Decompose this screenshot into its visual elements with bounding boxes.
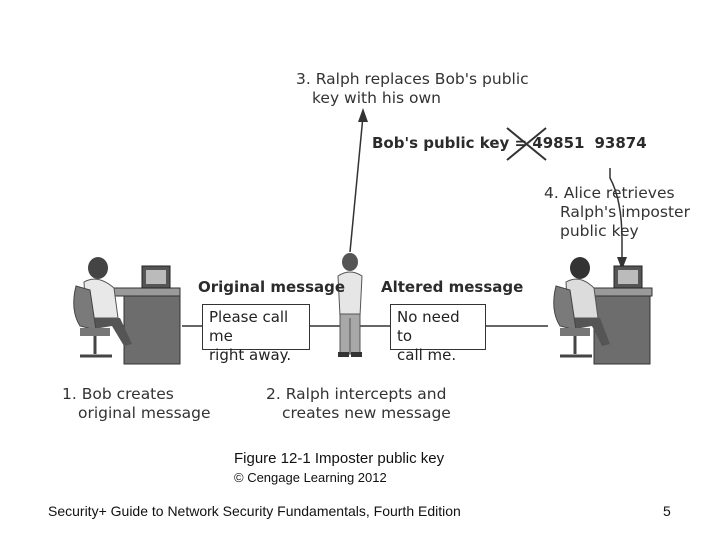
step2-line2: creates new message xyxy=(282,404,451,422)
step4-line3: public key xyxy=(560,222,639,240)
step1-line2: original message xyxy=(78,404,211,422)
altered-message-title: Altered message xyxy=(381,278,524,296)
ralph-figure-illustration xyxy=(337,253,363,357)
original-message-box: Please call me right away. xyxy=(202,304,310,364)
footer-book-title: Security+ Guide to Network Security Fund… xyxy=(48,503,461,519)
altered-message-box: No need to call me. xyxy=(390,304,486,364)
crossed-out-mark xyxy=(506,127,547,161)
original-message-line1: Please call me xyxy=(209,308,289,345)
step3-line2: key with his own xyxy=(312,89,441,107)
step4-line2: Ralph's imposter xyxy=(560,203,690,221)
key-to-alice-arrow xyxy=(609,168,627,270)
step1-line1: 1. Bob creates xyxy=(62,385,174,403)
crossed-key-value: 49851 xyxy=(532,134,585,152)
alice-workstation-illustration xyxy=(553,257,653,365)
step3-label: 3. Ralph replaces Bob's public key with … xyxy=(296,70,529,108)
step1-label: 1. Bob creates original message xyxy=(62,385,211,423)
original-message-line2: right away. xyxy=(209,346,292,364)
step3-line1: 3. Ralph replaces Bob's public xyxy=(296,70,529,88)
altered-message-line1: No need to xyxy=(397,308,460,345)
imposter-key-value: 93874 xyxy=(594,134,647,152)
altered-message-line2: call me. xyxy=(397,346,457,364)
public-key-label: Bob's public key = xyxy=(372,134,533,152)
figure-caption: Figure 12-1 Imposter public key xyxy=(234,450,445,467)
copyright-caption: © Cengage Learning 2012 xyxy=(234,470,387,485)
step2-line1: 2. Ralph intercepts and xyxy=(266,385,447,403)
bob-workstation-illustration xyxy=(73,257,181,365)
step4-line1: 4. Alice retrieves xyxy=(544,184,675,202)
public-key-line: Bob's public key = 49851 93874 xyxy=(372,134,647,153)
step2-label: 2. Ralph intercepts and creates new mess… xyxy=(266,385,451,423)
ralph-to-key-arrow xyxy=(349,108,368,253)
original-message-title: Original message xyxy=(198,278,346,296)
step4-label: 4. Alice retrieves Ralph's imposter publ… xyxy=(544,184,690,241)
page-number: 5 xyxy=(663,503,671,519)
